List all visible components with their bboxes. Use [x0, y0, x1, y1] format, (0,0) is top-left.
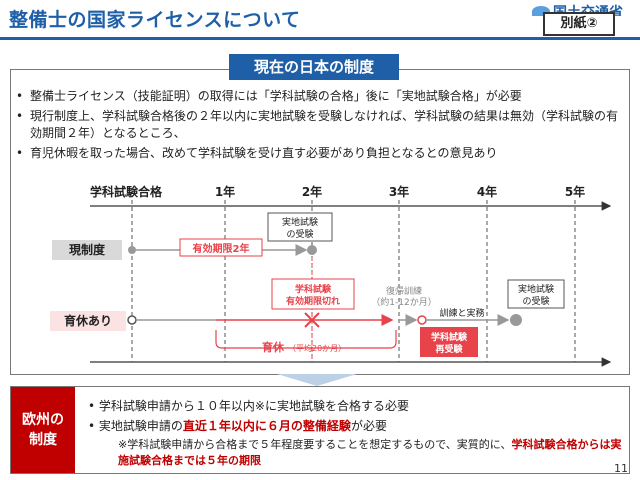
ministry-emblem-icon — [532, 6, 550, 16]
year-label: 3年 — [389, 184, 409, 199]
eu-bullet-item: • 実地試験申請の直近１年以内に６月の整備経験が必要 — [88, 419, 387, 433]
page-number: 11 — [614, 462, 628, 475]
return-training-line: 復帰訓練 — [386, 285, 422, 297]
down-arrow-icon — [277, 374, 357, 386]
row-label-leave — [50, 311, 126, 331]
bullet-item: • 現行制度上、学科試験合格後の２年以内に実地試験を受験しなければ、学科試験の結果… — [16, 108, 626, 142]
eu-note-text: ※学科試験申請から合格まで５年程度要することを想定するもので、実質的に、 — [118, 438, 512, 451]
training-practice-label: 訓練と実務 — [439, 307, 484, 319]
leave-sub-label: （平均20か月） — [288, 343, 346, 353]
return-training-line: （約1-12か月） — [371, 296, 436, 308]
title-underline — [0, 37, 640, 40]
bullet-list: • 整備士ライセンス（技能証明）の取得には「学科試験の合格」後に「実地試験合格」が… — [16, 88, 626, 165]
year-gridlines — [131, 200, 576, 362]
bullet-dot: • — [16, 146, 24, 160]
eu-label-line: 欧州の — [22, 412, 64, 428]
exam2-line: 実地試験 — [518, 283, 554, 295]
retake-line: 学科試験 — [431, 331, 468, 343]
start-label: 学科試験合格 — [90, 184, 163, 199]
expired-box — [271, 278, 355, 310]
bullet-dot: • — [16, 89, 24, 103]
start-point — [127, 315, 137, 325]
exam2-line: の受験 — [522, 295, 549, 307]
eu-label: 欧州の制度 — [11, 387, 75, 473]
expired-line: 学科試験 — [295, 283, 332, 295]
eu-bullet-text: が必要 — [350, 419, 387, 433]
row-label-text: 育休あり — [64, 313, 112, 328]
start-point — [128, 246, 136, 254]
year-label: 1年 — [215, 184, 235, 199]
bullet-dot: • — [16, 109, 24, 123]
attachment-badge: 別紙② — [543, 12, 615, 36]
bullet-item: • 育児休暇を取った場合、改めて学科試験を受け直す必要があり負担となるとの意見あり — [16, 145, 626, 162]
bullet-text: 現行制度上、学科試験合格後の２年以内に実地試験を受験しなければ、学科試験の結果は… — [30, 109, 619, 140]
year-label: 4年 — [477, 184, 497, 199]
cross-icon — [304, 312, 320, 328]
eu-label-line: 制度 — [29, 432, 57, 448]
bullet-text: 育児休暇を取った場合、改めて学科試験を受け直す必要があり負担となるとの意見あり — [30, 146, 498, 160]
eu-bullet-item: • 学科試験申請から１０年以内※に実地試験を合格する必要 — [88, 399, 409, 413]
retake-point — [417, 315, 427, 325]
year-label: 5年 — [565, 184, 585, 199]
row-label-text: 現制度 — [69, 242, 106, 257]
eu-note: ※学科試験申請から合格まで５年程度要することを想定するもので、実質的に、学科試験… — [118, 437, 626, 469]
exam2-point — [510, 314, 522, 326]
exam1-box — [267, 212, 333, 242]
eu-system-box — [10, 386, 630, 474]
exam2-box — [507, 279, 565, 309]
page-title: 整備士の国家ライセンスについて — [9, 9, 301, 31]
validity-label: 有効期限2年 — [193, 242, 250, 255]
validity-box — [179, 238, 263, 257]
expired-line: 有効期限切れ — [286, 295, 340, 307]
eu-note-emphasis: 学科試験合格からは実施試験合格までは５年の期限 — [118, 438, 622, 467]
leave-bracket — [215, 330, 397, 349]
section-title: 現在の日本の制度 — [229, 54, 399, 80]
eu-bullet-emphasis: 直近１年以内に６月の整備経験 — [182, 419, 351, 433]
retake-line: 再受験 — [435, 343, 463, 355]
eu-bullets: • 学科試験申請から１０年以内※に実地試験を合格する必要 • 実地試験申請の直近… — [88, 396, 628, 436]
exam-point — [307, 245, 317, 255]
retake-box — [420, 327, 478, 357]
ministry-name: 国土交通省 — [553, 5, 623, 16]
ministry-logo: 国土交通省 — [532, 2, 640, 16]
eu-bullet-text: 学科試験申請から１０年以内※に実地試験を合格する必要 — [98, 399, 409, 413]
eu-bullet-text: 実地試験申請の — [98, 419, 183, 433]
bullet-item: • 整備士ライセンス（技能証明）の取得には「学科試験の合格」後に「実地試験合格」が… — [16, 88, 626, 105]
leave-label: 育休 — [262, 340, 285, 354]
bullet-text: 整備士ライセンス（技能証明）の取得には「学科試験の合格」後に「実地試験合格」が必… — [30, 89, 522, 103]
exam1-line: 実地試験 — [282, 216, 318, 228]
exam1-line: の受験 — [286, 228, 313, 240]
year-label: 2年 — [302, 184, 322, 199]
row-label-current — [52, 240, 122, 260]
